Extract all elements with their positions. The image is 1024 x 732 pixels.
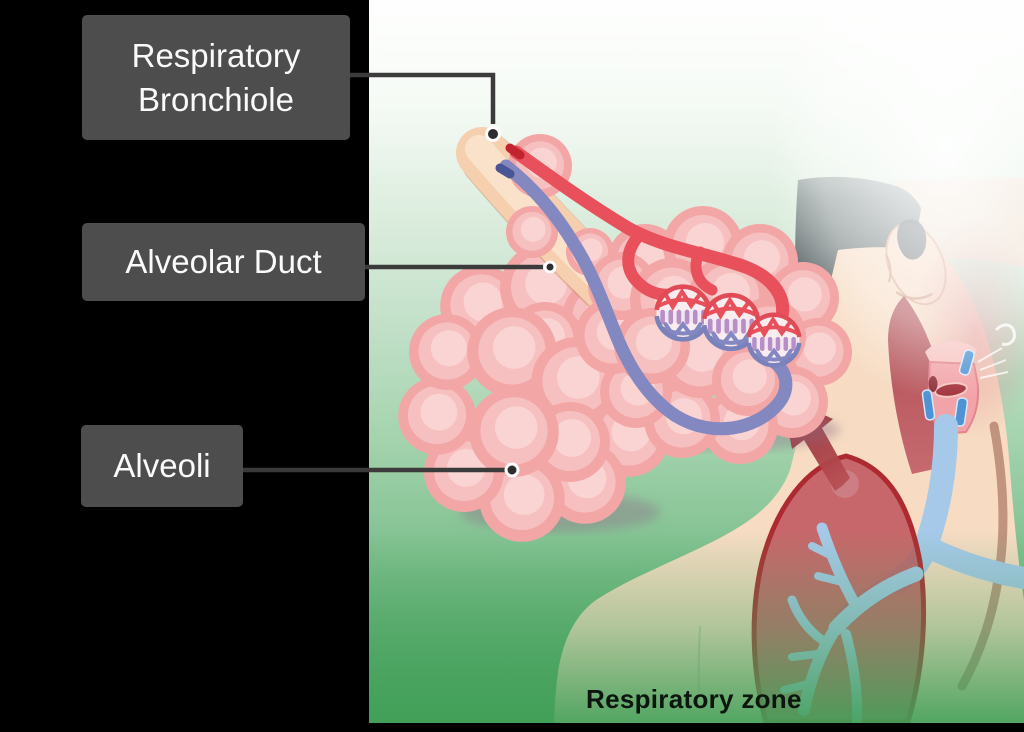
leader-alveolar-duct <box>365 260 557 274</box>
label-alveoli: Alveoli <box>81 425 243 507</box>
leader-respiratory-bronchiole <box>350 72 501 142</box>
caption-respiratory-zone: Respiratory zone <box>586 684 802 714</box>
bottom-black-strip <box>369 723 1024 732</box>
pulmonary-vein <box>495 159 793 436</box>
bottom-fade <box>369 530 1024 723</box>
capillary-sphere <box>749 315 800 366</box>
capillary-sphere <box>656 286 709 339</box>
label-alveolar-duct: Alveolar Duct <box>82 223 365 301</box>
label-respiratory-bronchiole: Respiratory Bronchiole <box>82 15 350 140</box>
leader-alveoli <box>243 462 520 478</box>
